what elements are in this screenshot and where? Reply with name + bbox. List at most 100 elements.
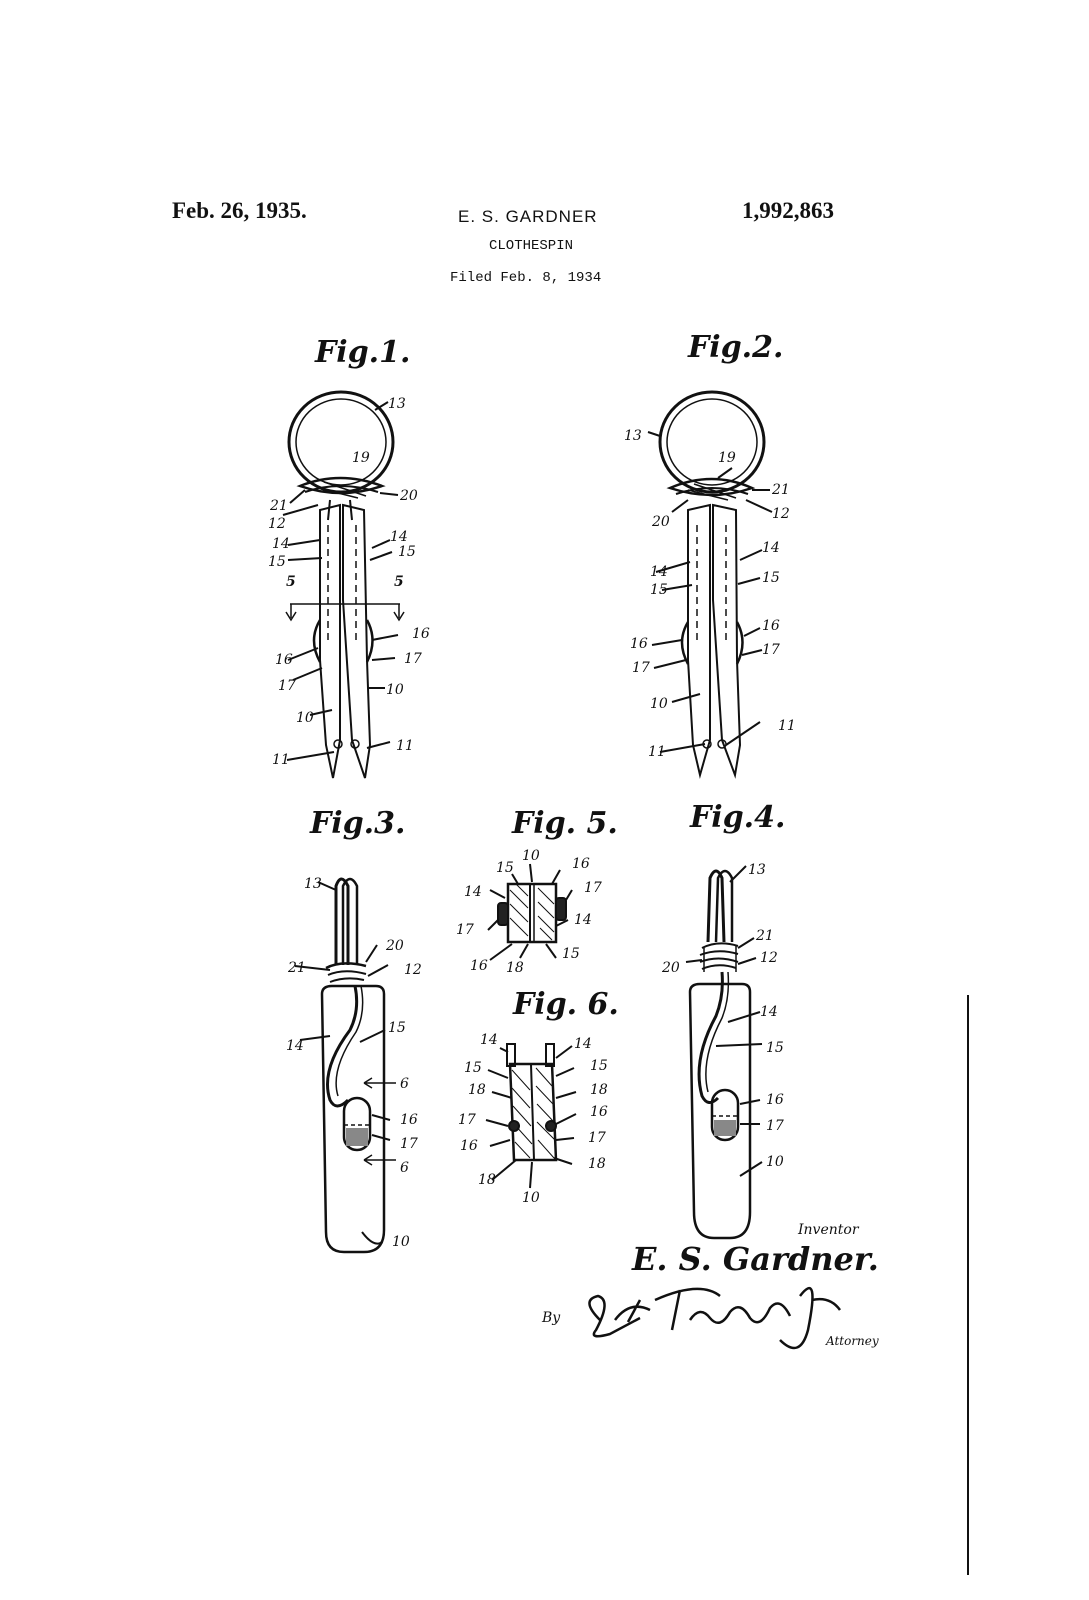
- fig2-ref-17b: 17: [762, 642, 780, 658]
- inventor-signature: E. S. Gardner.: [632, 1240, 879, 1278]
- fig6-ref-17a: 17: [458, 1112, 476, 1128]
- fig1-ref-15b: 15: [398, 544, 416, 560]
- fig6-ref-14b: 14: [574, 1036, 592, 1052]
- fig2-ref-10: 10: [650, 696, 668, 712]
- fig3-ref-14: 14: [286, 1038, 304, 1054]
- fig6-ref-17b: 17: [588, 1130, 606, 1146]
- fig1-ref-10b: 10: [296, 710, 314, 726]
- attorney-caption: Attorney: [826, 1334, 879, 1348]
- fig3-ref-10: 10: [392, 1234, 410, 1250]
- fig4-ref-21: 21: [755, 928, 774, 944]
- fig5-ref-17b: 17: [456, 922, 474, 938]
- fig1-reference-numerals: 13 19 21 20 12 14 15 14 15 5 5 16 17 16 …: [268, 396, 430, 768]
- fig3-drawing: [294, 877, 396, 1254]
- fig2-label: Fig.2.: [688, 330, 784, 365]
- fig6-ref-15a: 15: [464, 1060, 482, 1076]
- fig4-reference-numerals: 13 21 20 12 14 15 16 17 10: [661, 862, 784, 1170]
- fig4-ref-16: 16: [766, 1092, 784, 1108]
- fig2-ref-11a: 11: [648, 744, 666, 760]
- fig2-ref-15a: 15: [650, 582, 668, 598]
- fig1-ref-16a: 16: [275, 652, 293, 668]
- fig6-ref-15b: 15: [590, 1058, 608, 1074]
- fig2-ref-11b: 11: [778, 718, 796, 734]
- fig6-ref-18b: 18: [590, 1082, 608, 1098]
- attorney-signature-graphic: [588, 1286, 842, 1350]
- fig1-ref-13: 13: [388, 396, 406, 412]
- fig5-ref-16a: 16: [572, 856, 590, 872]
- fig3-ref-6b: 6: [400, 1160, 409, 1176]
- fig2-ref-17a: 17: [632, 660, 650, 676]
- fig2-ref-21: 21: [771, 482, 790, 498]
- fig2-ref-16b: 16: [762, 618, 780, 634]
- fig1-ref-14a: 14: [272, 536, 290, 552]
- fig3-ref-17: 17: [400, 1136, 418, 1152]
- fig2-ref-19: 19: [718, 450, 736, 466]
- scan-edge-line: [967, 995, 969, 1575]
- fig2-ref-12: 12: [772, 506, 790, 522]
- patent-date: Feb. 26, 1935.: [172, 198, 307, 223]
- fig6-ref-16b: 16: [460, 1138, 478, 1154]
- fig5-label: Fig. 5.: [512, 806, 618, 841]
- fig6-reference-numerals: 14 14 15 15 18 18 17 16 16 17 18 18 10: [458, 1032, 608, 1206]
- fig1-ref-16b: 16: [412, 626, 430, 642]
- filing-date: Filed Feb. 8, 1934: [450, 270, 602, 286]
- fig1-ref-5b: 5: [394, 574, 404, 590]
- inventor-header: E. S. GARDNER: [458, 207, 598, 226]
- fig5-drawing: [487, 863, 573, 961]
- fig3-ref-13: 13: [304, 876, 322, 892]
- fig1-ref-21: 21: [269, 498, 288, 514]
- fig4-drawing: [685, 865, 763, 1240]
- fig3-ref-16: 16: [400, 1112, 418, 1128]
- fig4-label: Fig.4.: [690, 800, 786, 835]
- fig5-ref-15a: 15: [496, 860, 514, 876]
- invention-title: CLOTHESPIN: [489, 238, 574, 254]
- fig1-ref-11b: 11: [396, 738, 414, 754]
- fig2-ref-14b: 14: [650, 564, 668, 580]
- fig4-ref-12: 12: [760, 950, 778, 966]
- fig3-reference-numerals: 13 20 21 12 14 15 6 16 17 6 10: [286, 876, 422, 1250]
- fig2-reference-numerals: 13 19 21 12 20 14 14 15 15 16 16 17 17 1…: [624, 428, 796, 760]
- fig1-ref-17a: 17: [278, 678, 296, 694]
- inventor-caption: Inventor: [798, 1222, 859, 1238]
- fig1-ref-17b: 17: [404, 651, 422, 667]
- fig1-drawing: [282, 390, 405, 779]
- fig4-ref-15: 15: [766, 1040, 784, 1056]
- fig4-ref-10: 10: [766, 1154, 784, 1170]
- fig5-ref-18: 18: [506, 960, 524, 976]
- fig5-ref-17a: 17: [584, 880, 602, 896]
- fig4-ref-17: 17: [766, 1118, 784, 1134]
- fig2-ref-14a: 14: [762, 540, 780, 556]
- fig3-ref-12: 12: [404, 962, 422, 978]
- fig1-ref-11a: 11: [272, 752, 290, 768]
- fig4-ref-20: 20: [661, 960, 680, 976]
- fig6-ref-18a: 18: [468, 1082, 486, 1098]
- fig6-ref-14a: 14: [480, 1032, 498, 1048]
- fig1-ref-15a: 15: [268, 554, 286, 570]
- fig5-reference-numerals: 15 10 16 14 17 17 14 16 18 15: [456, 848, 602, 976]
- fig6-ref-18d: 18: [478, 1172, 496, 1188]
- fig4-ref-13: 13: [748, 862, 766, 878]
- fig1-ref-20: 20: [399, 488, 418, 504]
- fig5-ref-14b: 14: [574, 912, 592, 928]
- fig2-ref-15b: 15: [762, 570, 780, 586]
- fig1-ref-10a: 10: [386, 682, 404, 698]
- fig6-label: Fig. 6.: [513, 987, 619, 1022]
- fig1-ref-14b: 14: [390, 529, 408, 545]
- fig4-ref-14: 14: [760, 1004, 778, 1020]
- fig1-label: Fig.1.: [315, 335, 411, 370]
- fig3-ref-21: 21: [287, 960, 306, 976]
- fig2-drawing: [647, 390, 773, 779]
- fig3-ref-6a: 6: [400, 1076, 409, 1092]
- fig1-ref-19: 19: [352, 450, 370, 466]
- fig6-ref-16a: 16: [590, 1104, 608, 1120]
- fig5-ref-10a: 10: [522, 848, 540, 864]
- fig6-ref-10: 10: [522, 1190, 540, 1206]
- fig3-ref-20: 20: [385, 938, 404, 954]
- fig5-ref-15b: 15: [562, 946, 580, 962]
- fig5-ref-16b: 16: [470, 958, 488, 974]
- by-caption: By: [542, 1310, 561, 1326]
- fig2-ref-16a: 16: [630, 636, 648, 652]
- fig6-ref-18c: 18: [588, 1156, 606, 1172]
- fig3-ref-15: 15: [388, 1020, 406, 1036]
